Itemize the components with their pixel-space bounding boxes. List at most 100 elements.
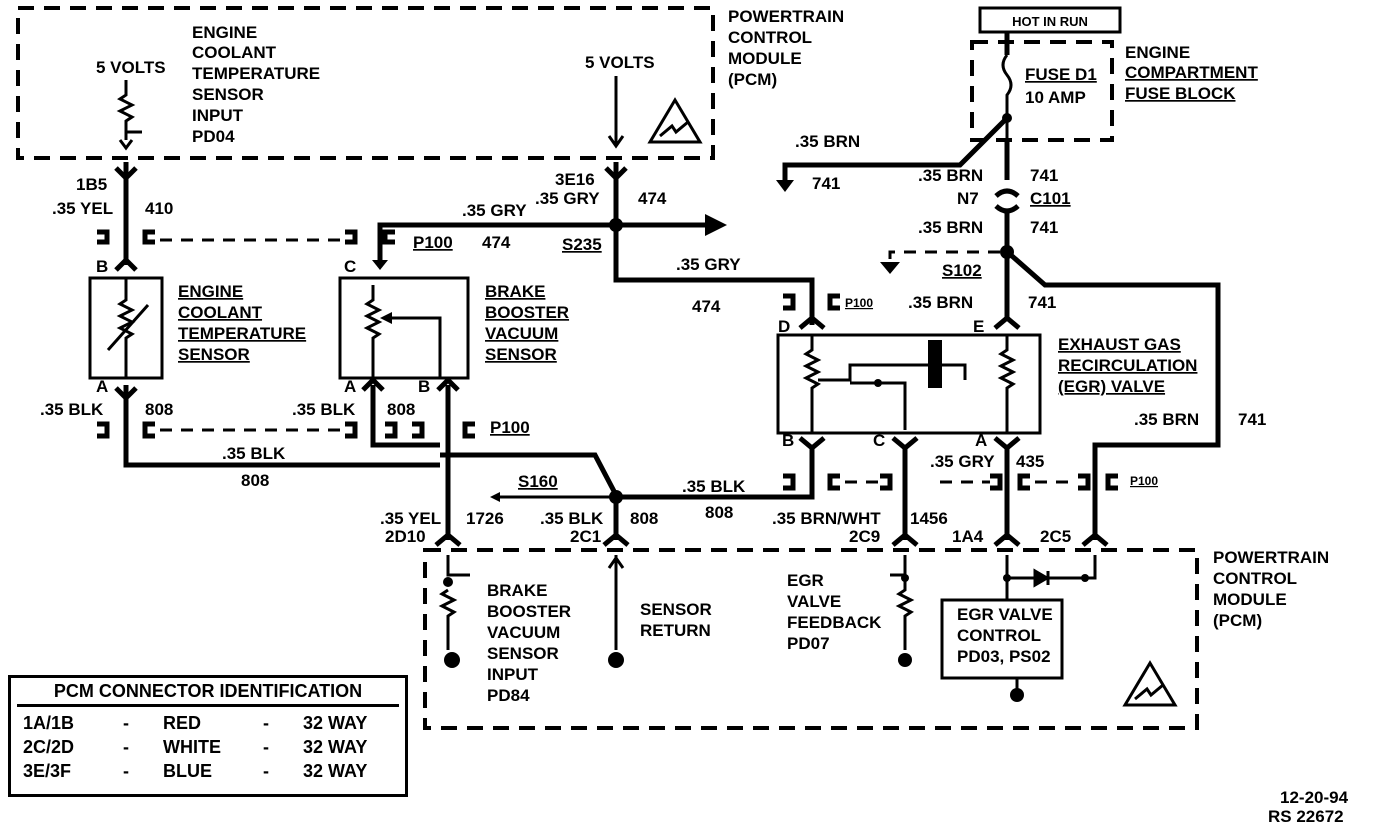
fuse-block-label-1: ENGINE bbox=[1125, 43, 1190, 62]
egr-feedback-label-3: FEEDBACK bbox=[787, 613, 882, 632]
fuse-block-label-3: FUSE BLOCK bbox=[1125, 84, 1236, 103]
label-808-b: 808 bbox=[387, 400, 415, 419]
egr-b-connector bbox=[798, 436, 826, 452]
pcm-bottom-box: POWERTRAIN CONTROL MODULE (PCM) BRAKE BO… bbox=[423, 548, 1329, 730]
label-35gry-a: .35 GRY bbox=[535, 189, 600, 208]
fuse-block-dashed-box bbox=[970, 40, 1114, 142]
ect-a-connector bbox=[114, 386, 138, 402]
five-volt-arrow bbox=[607, 135, 625, 149]
label-2d10: 2D10 bbox=[385, 527, 426, 546]
egr-control-label-2: CONTROL bbox=[957, 626, 1041, 645]
pcm-top-label-2: CONTROL bbox=[728, 28, 812, 47]
bbv-c-arrow bbox=[372, 260, 388, 270]
footer-date: 12-20-94 bbox=[1280, 788, 1349, 807]
ident-title: PCM CONNECTOR IDENTIFICATION bbox=[17, 678, 399, 707]
egr-feedback-label-2: VALVE bbox=[787, 592, 841, 611]
egr-feedback-label-4: PD07 bbox=[787, 634, 830, 653]
ect-input-label-6: PD04 bbox=[192, 127, 235, 146]
label-35gry-c: .35 GRY bbox=[676, 255, 741, 274]
wire-741-arrow bbox=[776, 180, 794, 192]
thermistor-slash bbox=[106, 304, 150, 351]
ident-row: 1A/1B-RED-32 WAY bbox=[11, 711, 405, 735]
wire-labels: 1B5 .35 YEL 410 3E16 .35 GRY 474 .35 GRY… bbox=[40, 132, 1266, 546]
ident-row: 3E/3F-BLUE-32 WAY bbox=[11, 759, 405, 783]
label-35blk-c: .35 BLK bbox=[222, 444, 286, 463]
pin-c-bbv: C bbox=[344, 257, 356, 276]
ect-p100-bracket-left bbox=[97, 229, 110, 245]
label-1726: 1726 bbox=[466, 509, 504, 528]
diode-icon bbox=[1033, 568, 1050, 588]
wire-808-to-egr-b bbox=[616, 445, 815, 500]
label-741-d: 741 bbox=[1028, 293, 1056, 312]
fuse-rating: 10 AMP bbox=[1025, 88, 1086, 107]
esd-warning-icon-bottom bbox=[1122, 660, 1178, 707]
ident-dash: - bbox=[263, 761, 269, 781]
pin-a-egr: A bbox=[975, 431, 987, 450]
pcm-top-label-4: (PCM) bbox=[728, 70, 777, 89]
bbv-input-label-5: INPUT bbox=[487, 665, 539, 684]
label-35brn-e: .35 BRN bbox=[1134, 410, 1199, 429]
egr-valve-label-3: (EGR) VALVE bbox=[1058, 377, 1165, 396]
ident-dash: - bbox=[263, 713, 269, 733]
label-808-e: 808 bbox=[630, 509, 658, 528]
ect-input-label-4: SENSOR bbox=[192, 85, 264, 104]
ident-id: 3E/3F bbox=[23, 761, 72, 781]
bbv-sensor-label-2: BOOSTER bbox=[485, 303, 569, 322]
label-410: 410 bbox=[145, 199, 173, 218]
wire-741-to-pcm-2c5 bbox=[1010, 254, 1221, 540]
egr-control-label-1: EGR VALVE bbox=[957, 605, 1053, 624]
ground-icon-egr-feedback bbox=[898, 653, 912, 667]
pcm-bottom-label-3: MODULE bbox=[1213, 590, 1287, 609]
pin-b-ect: B bbox=[96, 257, 108, 276]
pcm-2c5-connector bbox=[1081, 531, 1109, 547]
label-808-c: 808 bbox=[241, 471, 269, 490]
label-1b5: 1B5 bbox=[76, 175, 107, 194]
wire-808-bbv bbox=[370, 385, 440, 448]
ect-sensor-label-3: TEMPERATURE bbox=[178, 324, 306, 343]
ground-icon-sensor-return bbox=[608, 652, 624, 668]
pullup-resistor bbox=[116, 80, 136, 140]
label-35brn-d: .35 BRN bbox=[908, 293, 973, 312]
egr-valve: EXHAUST GAS RECIRCULATION (EGR) VALVE bbox=[776, 333, 1197, 435]
label-808-a: 808 bbox=[145, 400, 173, 419]
pin-a-ect: A bbox=[96, 377, 108, 396]
wire-741-branch-left bbox=[782, 116, 1009, 185]
sensor-return-label-1: SENSOR bbox=[640, 600, 712, 619]
egr-solenoid-icon bbox=[928, 340, 942, 388]
pin-c-egr: C bbox=[873, 431, 885, 450]
bbv-sensor-label-4: SENSOR bbox=[485, 345, 557, 364]
label-474-b: 474 bbox=[482, 233, 511, 252]
ground-icon-bbv bbox=[444, 652, 460, 668]
label-435: 435 bbox=[1016, 452, 1044, 471]
pcm-top-box: POWERTRAIN CONTROL MODULE (PCM) ENGINE C… bbox=[16, 6, 844, 160]
label-35blk-a: .35 BLK bbox=[40, 400, 104, 419]
pcm-bottom-label-2: CONTROL bbox=[1213, 569, 1297, 588]
connector-p100-d: P100 bbox=[1130, 474, 1158, 488]
wire-808-to-s160 bbox=[440, 452, 619, 497]
wire-808-ect bbox=[123, 385, 440, 468]
pin-a-bbv: A bbox=[344, 377, 356, 396]
ident-dash: - bbox=[123, 737, 129, 757]
ident-id: 1A/1B bbox=[23, 713, 75, 733]
ident-ways: 32 WAY bbox=[303, 761, 368, 781]
ect-input-label-3: TEMPERATURE bbox=[192, 64, 320, 83]
pcm-2d10-connector bbox=[434, 531, 462, 547]
label-n7: N7 bbox=[957, 189, 979, 208]
hot-in-run-box bbox=[978, 6, 1122, 34]
fuse-block-label-2: COMPARTMENT bbox=[1125, 63, 1258, 82]
bbv-input-label-1: BRAKE bbox=[487, 581, 547, 600]
ident-dash: - bbox=[123, 713, 129, 733]
five-volts-left: 5 VOLTS bbox=[96, 58, 166, 77]
fuse-block: HOT IN RUN FUSE D1 10 AMP ENGINE COMPART… bbox=[970, 6, 1258, 142]
ident-dash: - bbox=[123, 761, 129, 781]
label-3e16: 3E16 bbox=[555, 170, 595, 189]
ident-color: WHITE bbox=[163, 737, 221, 757]
ident-dash: - bbox=[263, 737, 269, 757]
fuse-name: FUSE D1 bbox=[1025, 65, 1097, 84]
ident-ways: 32 WAY bbox=[303, 713, 368, 733]
label-s160: S160 bbox=[518, 472, 558, 491]
label-35yel-b: .35 YEL bbox=[380, 509, 441, 528]
label-741-b: 741 bbox=[1030, 166, 1058, 185]
c101-connector-top bbox=[994, 188, 1020, 198]
